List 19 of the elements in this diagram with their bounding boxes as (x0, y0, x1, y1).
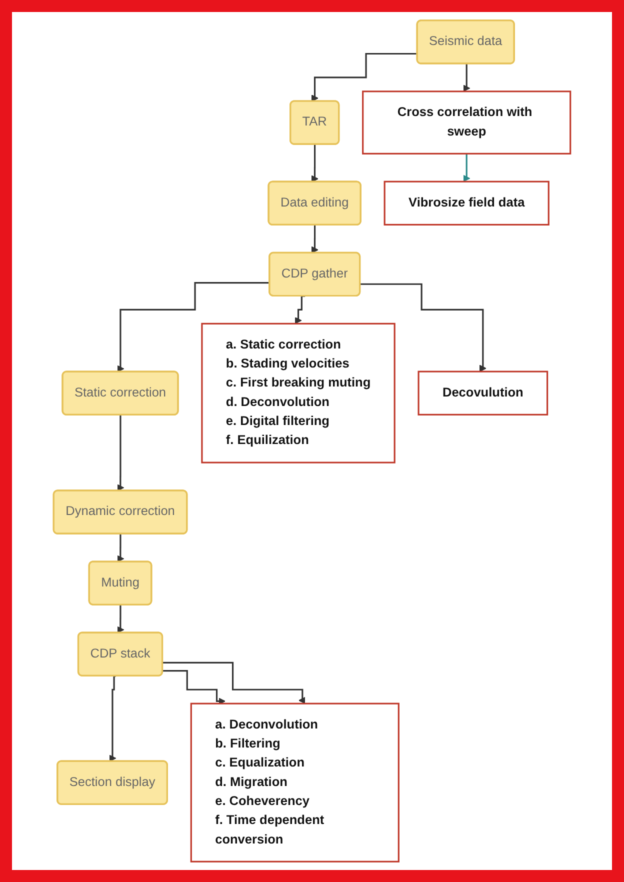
node-box: a. Static correction b. Stading velocities c. First breaking muting d. Deconvolution e. Digital filtering f. Equilization (201, 322, 396, 464)
arrow (117, 414, 124, 492)
arrow (117, 533, 124, 562)
arrow (463, 63, 470, 92)
arrow (463, 152, 470, 182)
arrow (109, 675, 116, 762)
node-box: Decovulution (418, 370, 548, 416)
arrow (162, 670, 226, 705)
arrow (311, 144, 318, 182)
arrow (162, 662, 306, 704)
node-box: Cross correlation with sweep (362, 90, 572, 154)
arrow (311, 224, 318, 254)
arrow (294, 295, 306, 324)
arrow (117, 282, 270, 372)
arrow (117, 604, 124, 634)
arrow (360, 283, 486, 372)
node-box: Vibrosize field data (384, 180, 550, 226)
node-box: a. Deconvolution b. Filtering c. Equalization d. Migration e. Coheverency f. Time dependent conversion (190, 702, 400, 862)
arrow (311, 52, 418, 102)
